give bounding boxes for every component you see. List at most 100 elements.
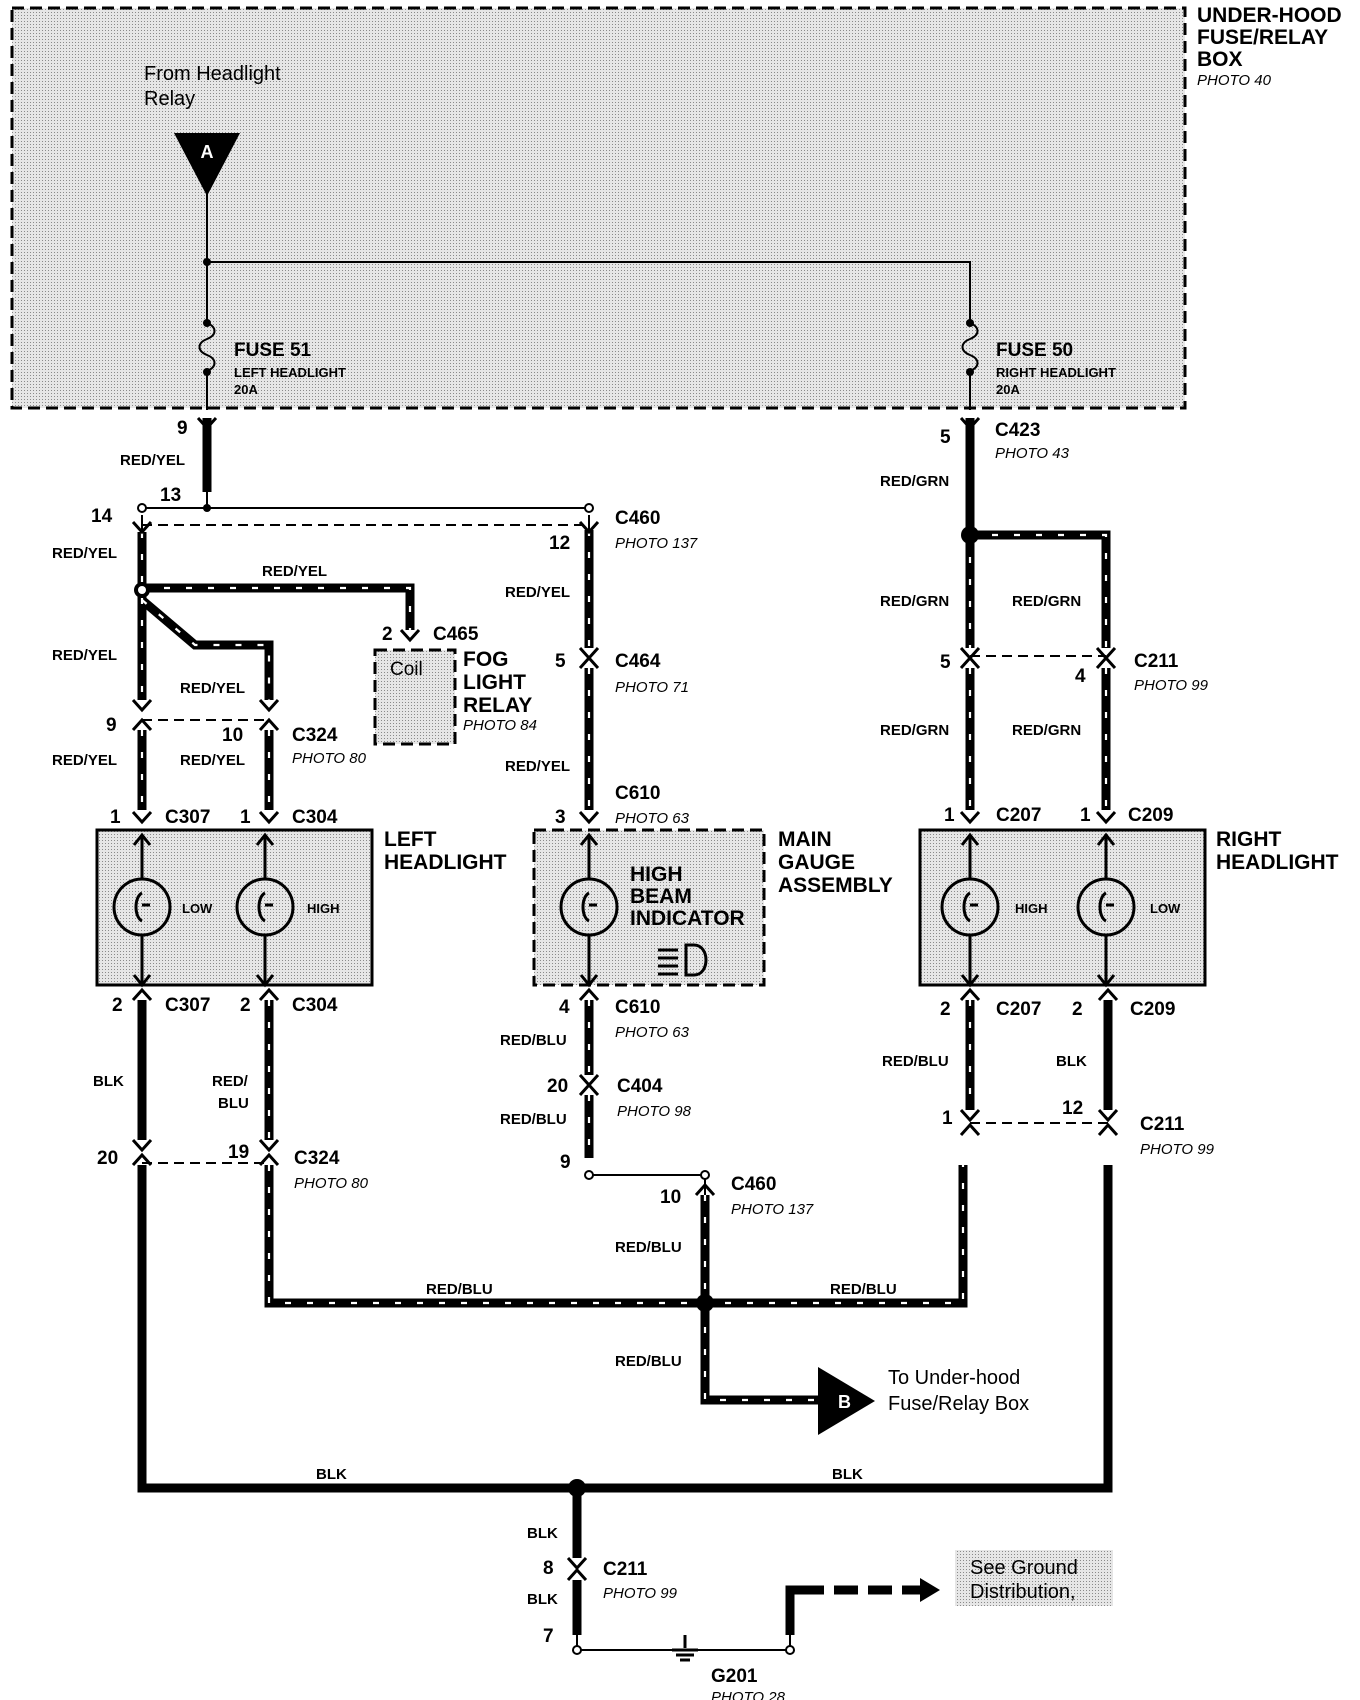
fuse-51-rating: 20A: [234, 382, 258, 397]
svg-text:C307: C307: [165, 807, 210, 828]
svg-text:C324: C324: [292, 725, 338, 746]
svg-text:RED/GRN: RED/GRN: [880, 593, 949, 610]
source-label-2: Relay: [144, 88, 195, 110]
dest-label-2: Fuse/Relay Box: [888, 1393, 1029, 1415]
connector-symbols: [131, 416, 1119, 1582]
svg-text:RED/YEL: RED/YEL: [52, 647, 117, 664]
svg-text:2: 2: [240, 995, 251, 1016]
svg-text:C324: C324: [294, 1148, 340, 1169]
fog-relay-label-1: FOG: [463, 648, 509, 671]
fuse-50-rating: 20A: [996, 382, 1020, 397]
fuse-50-name: FUSE 50: [996, 340, 1073, 361]
svg-text:12: 12: [549, 533, 570, 554]
wire-color-labels: RED/YEL RED/YEL RED/YEL RED/YEL RED/YEL …: [52, 452, 1087, 1608]
svg-text:RED/BLU: RED/BLU: [830, 1281, 897, 1298]
svg-text:2: 2: [382, 624, 393, 645]
gauge-label-1: MAIN: [778, 828, 832, 851]
svg-text:C209: C209: [1130, 999, 1175, 1020]
svg-text:BLK: BLK: [832, 1466, 863, 1483]
fuse-box-photo: PHOTO 40: [1197, 72, 1272, 89]
svg-text:C211: C211: [1140, 1114, 1185, 1135]
svg-text:14: 14: [91, 506, 113, 527]
source-label-1: From Headlight: [144, 63, 281, 85]
svg-text:PHOTO 63: PHOTO 63: [615, 810, 690, 827]
high-beam-indicator-bulb: [559, 832, 619, 988]
marker-a-label: A: [201, 142, 214, 162]
ground-ref-1: See Ground: [970, 1557, 1078, 1579]
svg-text:RED/YEL: RED/YEL: [180, 680, 245, 697]
right-low-label: LOW: [1150, 901, 1181, 916]
svg-text:C423: C423: [995, 420, 1040, 441]
right-headlight-label-1: RIGHT: [1216, 828, 1282, 851]
svg-text:2: 2: [1072, 999, 1083, 1020]
svg-text:RED/YEL: RED/YEL: [120, 452, 185, 469]
main-gauge-assembly: [532, 828, 766, 987]
fuse-50: [961, 319, 979, 410]
svg-text:10: 10: [660, 1187, 681, 1208]
svg-text:RED/YEL: RED/YEL: [505, 758, 570, 775]
right-low-bulb: [1076, 832, 1136, 988]
right-high-label: HIGH: [1015, 901, 1048, 916]
fuse-51: [198, 319, 216, 410]
left-headlight-label-1: LEFT: [384, 828, 437, 851]
fuse-50-desc: RIGHT HEADLIGHT: [996, 365, 1116, 380]
svg-text:RED/YEL: RED/YEL: [52, 545, 117, 562]
fuse-51-desc: LEFT HEADLIGHT: [234, 365, 346, 380]
svg-text:RED/GRN: RED/GRN: [1012, 593, 1081, 610]
svg-text:19: 19: [228, 1142, 249, 1163]
right-high-bulb: [940, 832, 1000, 988]
fuse-box-title-2: FUSE/RELAY: [1197, 26, 1328, 49]
svg-text:C460: C460: [731, 1174, 776, 1195]
svg-text:BLK: BLK: [1056, 1053, 1087, 1070]
svg-text:C211: C211: [603, 1559, 648, 1580]
svg-text:PHOTO 98: PHOTO 98: [617, 1103, 692, 1120]
svg-text:9: 9: [106, 715, 117, 736]
dest-label-1: To Under-hood: [888, 1367, 1020, 1389]
svg-text:C209: C209: [1128, 805, 1173, 826]
fog-light-relay: [373, 648, 457, 746]
svg-text:PHOTO 71: PHOTO 71: [615, 679, 689, 696]
svg-text:C304: C304: [292, 995, 338, 1016]
svg-text:C610: C610: [615, 783, 660, 804]
svg-text:9: 9: [560, 1152, 571, 1173]
svg-text:RED/YEL: RED/YEL: [180, 752, 245, 769]
svg-text:2: 2: [112, 995, 123, 1016]
fog-relay-photo: PHOTO 84: [463, 717, 537, 734]
svg-text:5: 5: [555, 651, 566, 672]
fuse-box-title-3: BOX: [1197, 48, 1243, 71]
svg-text:PHOTO 43: PHOTO 43: [995, 445, 1070, 462]
left-low-bulb: [112, 832, 172, 988]
svg-text:C304: C304: [292, 807, 338, 828]
svg-text:RED/GRN: RED/GRN: [1012, 722, 1081, 739]
svg-text:BLU: BLU: [218, 1095, 249, 1112]
svg-text:7: 7: [543, 1626, 554, 1647]
svg-text:4: 4: [559, 997, 570, 1018]
gauge-indicator-3: INDICATOR: [630, 907, 745, 930]
svg-text:RED/YEL: RED/YEL: [52, 752, 117, 769]
marker-b-label: B: [838, 1392, 851, 1412]
connection-marker-b: [818, 1367, 875, 1435]
ground-ref-2: Distribution,: [970, 1581, 1076, 1603]
svg-text:PHOTO 137: PHOTO 137: [731, 1201, 814, 1218]
gauge-label-3: ASSEMBLY: [778, 874, 893, 897]
ground-ref-box: [955, 1550, 1113, 1606]
svg-text:10: 10: [222, 725, 243, 746]
svg-text:RED/BLU: RED/BLU: [426, 1281, 493, 1298]
svg-text:1: 1: [942, 1108, 953, 1129]
svg-text:RED/BLU: RED/BLU: [500, 1032, 567, 1049]
svg-text:PHOTO 28: PHOTO 28: [711, 1689, 786, 1700]
svg-text:20: 20: [97, 1148, 118, 1169]
ground-symbol: [672, 1635, 698, 1662]
svg-text:5: 5: [940, 427, 951, 448]
svg-text:13: 13: [160, 485, 181, 506]
svg-text:1: 1: [110, 807, 121, 828]
svg-text:8: 8: [543, 1558, 554, 1579]
svg-text:2: 2: [940, 999, 951, 1020]
right-headlight-label-2: HEADLIGHT: [1216, 851, 1339, 874]
svg-text:BLK: BLK: [527, 1591, 558, 1608]
svg-text:C404: C404: [617, 1076, 663, 1097]
gauge-indicator-2: BEAM: [630, 885, 692, 908]
svg-text:PHOTO 80: PHOTO 80: [294, 1175, 369, 1192]
svg-text:G201: G201: [711, 1666, 758, 1687]
